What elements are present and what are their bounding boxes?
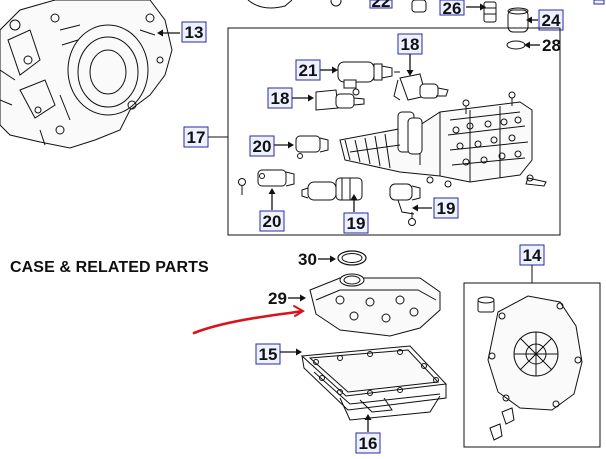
callout-18b: 18 <box>397 33 423 55</box>
svg-text:17: 17 <box>187 128 206 147</box>
callout-partial <box>593 0 605 5</box>
svg-text:26: 26 <box>443 0 462 18</box>
callout-22: 22 <box>369 0 393 11</box>
transmission-case-drawing <box>0 0 173 149</box>
top-small-parts <box>247 0 529 50</box>
svg-text:28: 28 <box>542 36 561 55</box>
valve-body-drawing <box>339 101 533 188</box>
callout-19b: 19 <box>433 197 459 219</box>
solenoid-drawing-20b <box>257 169 295 187</box>
callout-13: 13 <box>181 21 207 43</box>
side-cover-group-frame <box>463 282 601 448</box>
red-annotation-arrow <box>192 309 304 335</box>
diagram-title: CASE & RELATED PARTS <box>10 259 209 276</box>
solenoid-drawing-20a <box>295 135 329 159</box>
oil-pan-drawing <box>300 345 448 421</box>
solenoid-drawing-18a <box>315 88 365 111</box>
svg-text:22: 22 <box>372 0 391 11</box>
callout-19a: 19 <box>343 212 369 234</box>
red-annotation-arrowhead <box>293 305 305 317</box>
svg-text:30: 30 <box>298 250 317 269</box>
callout-20a: 20 <box>249 135 275 157</box>
valve-body-group-frame <box>227 27 561 236</box>
callout-20b: 20 <box>259 210 285 232</box>
callout-14: 14 <box>519 244 545 266</box>
oil-filter-drawing <box>309 273 441 337</box>
svg-text:24: 24 <box>542 11 561 30</box>
svg-text:19: 19 <box>437 199 456 218</box>
svg-text:14: 14 <box>523 246 542 265</box>
solenoid-drawing-21 <box>337 61 400 89</box>
bushing-drawing <box>477 296 495 313</box>
solenoid-drawing-19a <box>301 177 363 201</box>
bolt-drawing <box>238 91 547 226</box>
bolt-drawing-lower <box>489 407 515 441</box>
svg-text:18: 18 <box>401 35 420 54</box>
svg-text:16: 16 <box>359 434 378 453</box>
svg-text:19: 19 <box>347 214 366 233</box>
o-ring-drawing <box>337 250 367 266</box>
callout-30: 30 <box>298 250 317 269</box>
svg-text:20: 20 <box>253 137 272 156</box>
side-cover-drawing <box>487 295 583 411</box>
callout-29: 29 <box>268 289 287 308</box>
svg-text:15: 15 <box>259 345 278 364</box>
svg-text:20: 20 <box>263 212 282 231</box>
svg-text:29: 29 <box>268 289 287 308</box>
callout-17: 17 <box>183 126 209 148</box>
callout-28: 28 <box>542 36 561 55</box>
solenoid-drawing-19b <box>389 183 421 215</box>
svg-text:13: 13 <box>185 23 204 42</box>
callout-18a: 18 <box>267 87 293 109</box>
callout-21: 21 <box>295 59 321 81</box>
callout-16: 16 <box>355 432 381 454</box>
svg-text:21: 21 <box>299 61 318 80</box>
callout-15: 15 <box>255 343 281 365</box>
solenoid-drawing-18b <box>393 73 449 101</box>
svg-text:18: 18 <box>271 89 290 108</box>
callout-26: 26 <box>439 0 465 18</box>
callout-24: 24 <box>538 9 564 31</box>
